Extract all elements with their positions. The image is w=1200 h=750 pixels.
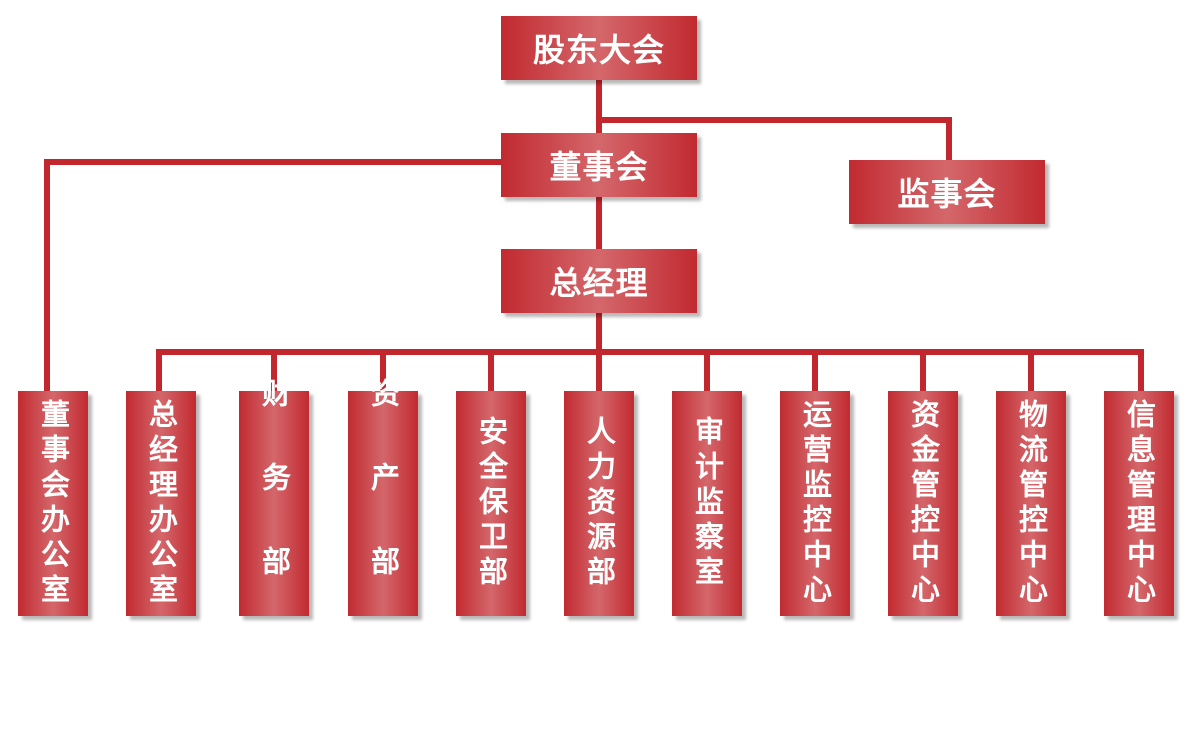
shareholders-meeting-label: 股东大会 — [532, 31, 665, 69]
connector-drop-1 — [156, 349, 162, 392]
connector-department-bus — [156, 349, 1144, 355]
dept-logistics-control-label: 物流管控中心 — [1014, 398, 1049, 609]
board-of-directors-label: 董事会 — [549, 148, 649, 186]
dept-operations-monitoring-label: 运营监控中心 — [798, 398, 833, 609]
connector-drop-7 — [812, 349, 818, 392]
connector-drop-3 — [380, 349, 386, 392]
connector-drop-10 — [1138, 349, 1144, 392]
dept-assets: 资产部 — [348, 378, 418, 630]
supervisory-board-label: 监事会 — [897, 175, 997, 213]
dept-security: 安全保卫部 — [456, 391, 526, 616]
general-manager-box: 总经理 — [501, 249, 697, 313]
connector-drop-9 — [1028, 349, 1034, 392]
dept-security-label: 安全保卫部 — [474, 416, 509, 591]
general-manager-label: 总经理 — [549, 264, 649, 302]
connector-board-to-gm — [596, 196, 602, 250]
connector-drop-8 — [920, 349, 926, 392]
dept-information-management-label: 信息管理中心 — [1122, 398, 1157, 609]
connector-board-office-vertical — [44, 159, 50, 392]
connector-drop-2 — [271, 349, 277, 392]
connector-gm-to-bus — [596, 312, 602, 352]
dept-human-resources-label: 人力资源部 — [582, 416, 617, 591]
connector-board-office-horizontal — [44, 159, 502, 165]
dept-funds-control-label: 资金管控中心 — [906, 398, 941, 609]
dept-gm-office: 总经理办公室 — [126, 391, 196, 616]
supervisory-board-box: 监事会 — [849, 160, 1045, 224]
dept-audit: 审计监察室 — [672, 391, 742, 616]
dept-finance: 财务部 — [239, 378, 309, 630]
dept-funds-control: 资金管控中心 — [888, 391, 958, 616]
dept-logistics-control: 物流管控中心 — [996, 391, 1066, 616]
dept-information-management: 信息管理中心 — [1104, 391, 1174, 616]
connector-to-supervisory-vertical — [946, 117, 952, 161]
connector-drop-5 — [596, 349, 602, 392]
board-of-directors-box: 董事会 — [501, 133, 697, 197]
connector-drop-6 — [704, 349, 710, 392]
dept-finance-label: 财务部 — [257, 377, 292, 630]
dept-assets-label: 资产部 — [366, 377, 401, 630]
dept-operations-monitoring: 运营监控中心 — [780, 391, 850, 616]
dept-human-resources: 人力资源部 — [564, 391, 634, 616]
dept-board-office: 董事会办公室 — [18, 391, 88, 616]
shareholders-meeting-box: 股东大会 — [501, 16, 697, 80]
connector-to-supervisory-horizontal — [596, 117, 952, 123]
connector-drop-4 — [488, 349, 494, 392]
dept-board-office-label: 董事会办公室 — [36, 398, 71, 609]
connector-shareholders-to-board — [596, 80, 602, 134]
dept-gm-office-label: 总经理办公室 — [144, 398, 179, 609]
dept-audit-label: 审计监察室 — [690, 416, 725, 591]
